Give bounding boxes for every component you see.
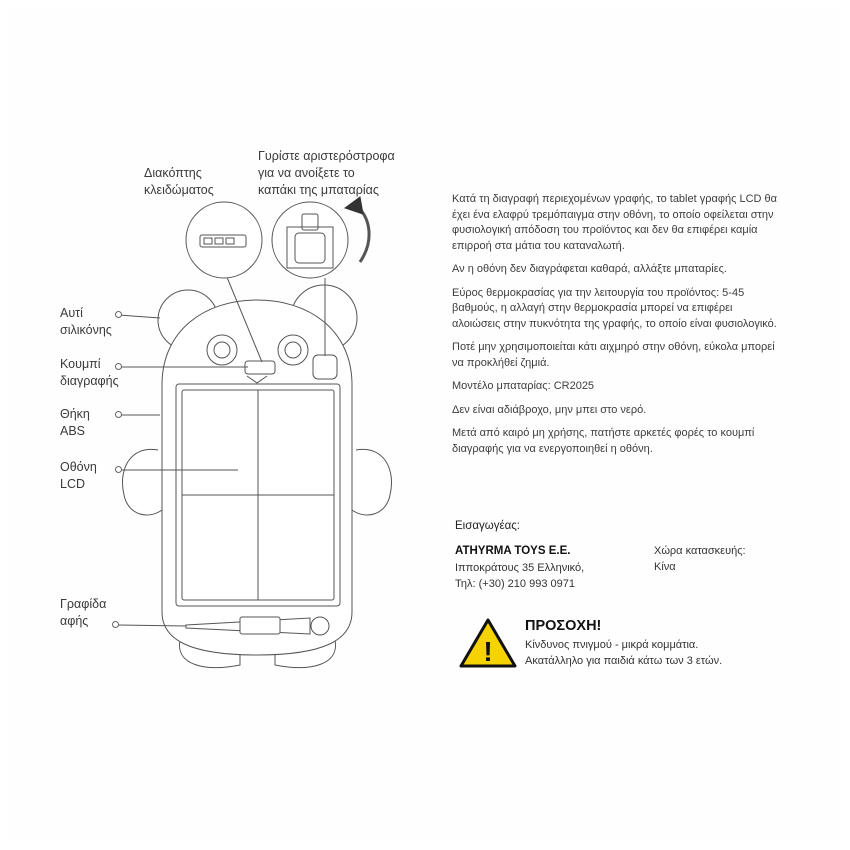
importer-heading: Εισαγωγέας: [455, 520, 520, 532]
importer-address: Ιπποκράτους 35 Ελληνικό, [455, 562, 585, 574]
callout-dot-case [115, 411, 122, 418]
info-paragraph-4: Ποτέ μην χρησιμοποιείται κάτι αιχμηρό στ… [452, 341, 775, 369]
battery-cover [312, 354, 338, 380]
callout-dot-ears [115, 311, 122, 318]
warning-title: ΠΡΟΣΟΧΗ! [525, 618, 602, 634]
info-paragraph-6: Δεν είναι αδιάβροχο, μην μπει στο νερό. [452, 403, 647, 416]
label-erase-button: Κουμπί διαγραφής [60, 357, 119, 388]
left-arm [122, 448, 163, 516]
importer-phone: Τηλ: (+30) 210 993 0971 [455, 578, 575, 590]
right-arm [351, 448, 392, 516]
page-frame [10, 10, 840, 840]
left-eye [206, 334, 238, 366]
info-paragraph-2: Αν η οθόνη δεν διαγράφεται καθαρά, αλλάξ… [452, 263, 727, 275]
info-paragraph-7: Μετά από καιρό μη χρήσης, πατήστε αρκετέ… [452, 427, 755, 455]
info-paragraph-1: Κατά τη διαγραφή περιεχομένων γραφής, το… [452, 193, 777, 252]
label-stylus: Γραφίδα αφής [60, 597, 107, 628]
origin-value: Κίνα [654, 561, 676, 573]
warning-line-2: Ακατάλληλο για παιδιά κάτω των 3 ετών. [525, 655, 723, 667]
info-paragraph-5: Μοντέλο μπαταρίας: CR2025 [452, 380, 595, 392]
callout-dot-erase [115, 363, 122, 370]
info-text: Κατά τη διαγραφή περιεχομένων γραφής, το… [452, 192, 782, 465]
label-silicone-ears: Αυτί σιλικόνης [60, 306, 112, 337]
warning-triangle-icon: ! [459, 618, 517, 668]
warning-symbol: ! [483, 636, 492, 667]
callout-dot-lcd [115, 466, 122, 473]
origin-label: Χώρα κατασκευής: [654, 545, 746, 557]
label-abs-case: Θήκη ABS [60, 407, 90, 438]
info-paragraph-3: Εύρος θερμοκρασίας για την λειτουργία το… [452, 286, 777, 330]
warning-line-1: Κίνδυνος πνιγμού - μικρά κομμάτια. [525, 639, 699, 651]
erase-button-shape [244, 360, 276, 375]
callout-dot-stylus [112, 621, 119, 628]
importer-name: ATHYRMA TOYS E.E. [455, 545, 571, 557]
right-eye [277, 334, 309, 366]
label-lcd-screen: Οθόνη LCD [60, 460, 97, 491]
label-lock-switch: Διακόπτης κλειδώματος [144, 166, 214, 197]
label-battery-turn: Γυρίστε αριστερόστροφα για να ανοίξετε τ… [258, 149, 395, 197]
